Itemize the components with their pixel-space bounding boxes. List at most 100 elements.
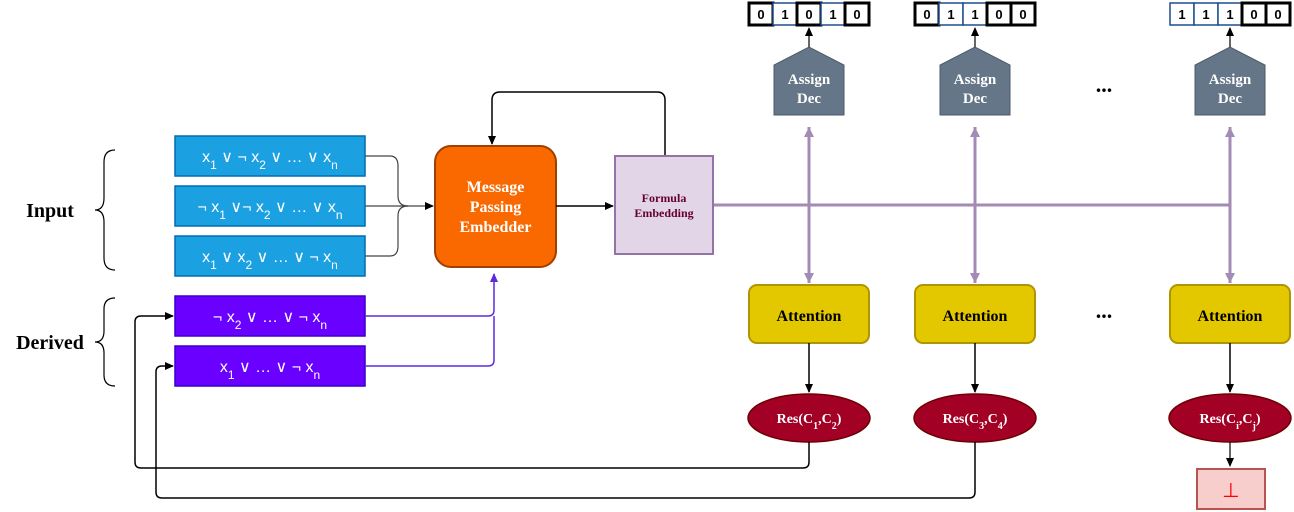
attention-blocks: Attention Attention Attention xyxy=(748,284,1291,393)
derived-label: Derived xyxy=(16,332,84,354)
input-clause-text: x1 ∨ ¬ x2 ∨ … ∨ xn xyxy=(202,149,338,172)
clause-subscript: n xyxy=(331,158,338,172)
attention-block: Attention xyxy=(748,284,870,393)
bottom-symbol: ⊥ xyxy=(1222,480,1239,502)
input-brace xyxy=(94,149,116,271)
resolution-subscript: 3 xyxy=(979,421,984,432)
clause-segment: ∨ … ∨ ¬ x xyxy=(241,309,320,326)
input-merge-connectors xyxy=(365,155,434,257)
derived-clause-box xyxy=(174,345,366,387)
clause-segment: x xyxy=(202,149,210,166)
embedder-label-line3: Embedder xyxy=(460,219,532,236)
input-clause-text: ¬ x1 ∨¬ x2 ∨ … ∨ xn xyxy=(197,199,342,222)
bit-value: 0 xyxy=(853,7,860,22)
clause-subscript: 2 xyxy=(259,158,266,172)
clause-subscript: n xyxy=(314,368,321,382)
bit-value: 1 xyxy=(829,7,836,22)
attention-label: Attention xyxy=(943,308,1008,325)
clause-subscript: n xyxy=(336,208,343,222)
derived-connectors xyxy=(365,273,498,367)
clause-segment: ∨ … ∨ x xyxy=(271,199,336,216)
clause-segment: ¬ x xyxy=(197,199,219,216)
resolution-node: Res(C1,C2) xyxy=(747,393,871,443)
bit-value: 1 xyxy=(781,7,788,22)
clause-segment: ∨¬ x xyxy=(226,199,264,216)
clause-segment: ∨ … ∨ x xyxy=(266,149,331,166)
input-clause-box xyxy=(174,135,366,177)
attention-ellipsis: ... xyxy=(1096,298,1113,323)
derived-clauses: ¬ x2 ∨ … ∨ ¬ xn x1 ∨ … ∨ ¬ xn xyxy=(174,295,366,387)
resolution-segment: ,C xyxy=(818,412,832,427)
attention-block: Attention xyxy=(914,284,1036,393)
assignment-bits: 0 1 0 1 0 xyxy=(747,1,871,27)
feedback-loop-arrow xyxy=(488,91,666,156)
embedder-label-line1: Message xyxy=(467,179,525,196)
derived-clause-box xyxy=(174,295,366,337)
formula-embedding-label-line2: Embedding xyxy=(634,206,693,220)
resolution-subscript: 4 xyxy=(998,421,1003,432)
resolution-subscript: i xyxy=(1236,421,1239,432)
decoder-shape xyxy=(1194,46,1266,116)
bit-value: 1 xyxy=(1178,7,1185,22)
contradiction-box: ⊥ xyxy=(1196,468,1266,510)
decoder-label-line1: Assign xyxy=(788,72,831,88)
resolution-segment: Res(C xyxy=(1200,412,1237,427)
bit-value: 1 xyxy=(1226,7,1233,22)
resolution-subscript: j xyxy=(1251,421,1255,432)
decoder-label-line1: Assign xyxy=(954,72,997,88)
decoder-ellipsis: ... xyxy=(1096,72,1113,97)
clause-subscript: 2 xyxy=(264,208,271,222)
resolution-feedback-lines xyxy=(134,312,976,499)
bit-value: 0 xyxy=(1019,7,1026,22)
clause-segment: ∨ ¬ x xyxy=(217,149,259,166)
resolution-segment: Res(C xyxy=(943,412,980,427)
clause-subscript: n xyxy=(320,318,327,332)
clause-segment: x xyxy=(202,249,210,266)
clause-subscript: 1 xyxy=(219,208,226,222)
decoder-label-line2: Dec xyxy=(1218,91,1242,107)
clause-subscript: 2 xyxy=(235,318,242,332)
bit-cell xyxy=(843,1,871,27)
resolution-label: Res(C3,C4) xyxy=(943,412,1008,432)
resolution-segment: ) xyxy=(1003,412,1008,427)
resolution-segment: ) xyxy=(837,412,842,427)
message-passing-embedder: Message Passing Embedder xyxy=(434,145,557,268)
derived-brace xyxy=(94,297,116,387)
resolution-segment: ,C xyxy=(1239,412,1253,427)
bit-value: 1 xyxy=(971,7,978,22)
resolution-segment: ,C xyxy=(984,412,998,427)
bit-value: 0 xyxy=(757,7,764,22)
formula-embedding: Formula Embedding xyxy=(614,155,714,255)
attention-label: Attention xyxy=(777,308,842,325)
attention-label: Attention xyxy=(1198,308,1263,325)
bit-cell xyxy=(1009,1,1037,27)
bit-value: 0 xyxy=(1250,7,1257,22)
embedding-distribution-lines xyxy=(713,127,1235,283)
bit-value: 0 xyxy=(805,7,812,22)
formula-embedding-label-line1: Formula xyxy=(642,191,687,205)
derived-clause-text: x1 ∨ … ∨ ¬ xn xyxy=(220,359,320,382)
input-clause-text: x1 ∨ x2 ∨ … ∨ ¬ xn xyxy=(202,249,338,272)
resolution-segment: Res(C xyxy=(777,412,814,427)
clause-segment: ∨ x xyxy=(217,249,246,266)
resolution-subscript: 2 xyxy=(832,421,837,432)
clause-segment: x xyxy=(220,359,228,376)
resolution-label: Res(C1,C2) xyxy=(777,412,842,432)
clause-segment: ∨ … ∨ ¬ x xyxy=(235,359,314,376)
resolution-subscript: 1 xyxy=(813,421,818,432)
clause-subscript: 1 xyxy=(210,158,217,172)
bit-value: 0 xyxy=(995,7,1002,22)
clause-segment: ∨ … ∨ ¬ x xyxy=(252,249,331,266)
derived-clause-text: ¬ x2 ∨ … ∨ ¬ xn xyxy=(213,309,327,332)
clause-segment: ¬ x xyxy=(213,309,235,326)
embedder-label-line2: Passing xyxy=(470,199,522,216)
resolution-label: Res(Ci,Cj) xyxy=(1200,412,1261,432)
bit-value: 1 xyxy=(947,7,954,22)
